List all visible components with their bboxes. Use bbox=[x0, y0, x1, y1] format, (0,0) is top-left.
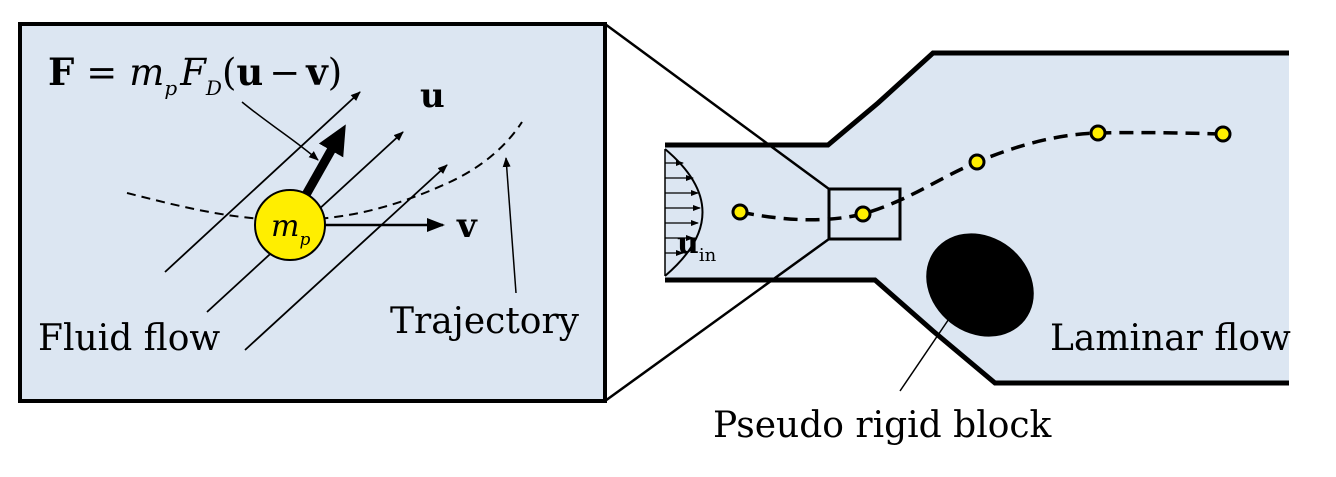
force-arrow bbox=[299, 124, 346, 203]
particle-4 bbox=[1089, 124, 1107, 142]
inlet-velocity-profile bbox=[664, 148, 704, 277]
channel: uin Laminar flow Pseudo rigid block bbox=[664, 50, 1291, 446]
trajectory-pointer-arrow bbox=[502, 157, 517, 294]
particle-3 bbox=[968, 153, 986, 171]
inlet-velocity-label: uin bbox=[677, 226, 717, 266]
rigid-block-label: Pseudo rigid block bbox=[713, 405, 1053, 446]
equation-pointer-arrow bbox=[241, 101, 319, 161]
force-equation: F=mpFD(u−v) bbox=[48, 50, 342, 100]
particle-5 bbox=[1214, 125, 1232, 143]
trajectory-label: Trajectory bbox=[390, 301, 580, 342]
particle-2 bbox=[854, 205, 872, 223]
fluid-velocity-label: u bbox=[420, 76, 445, 116]
channel-fluid bbox=[665, 53, 1289, 383]
particle-velocity-label: v bbox=[456, 206, 478, 246]
particle-1 bbox=[731, 203, 749, 221]
zoom-connector-bottom bbox=[604, 237, 830, 403]
zoom-box bbox=[827, 187, 902, 241]
block-pointer-arrow bbox=[899, 309, 956, 392]
inset-trajectory bbox=[126, 121, 523, 222]
particle-mass-label: mp bbox=[271, 209, 310, 250]
laminar-flow-label: Laminar flow bbox=[1050, 318, 1291, 359]
inset-panel: mp F=mpFD(u−v) u v Fluid flow Trajectory bbox=[18, 22, 607, 403]
channel-top-wall bbox=[665, 50, 1289, 148]
zoom-connector-top bbox=[604, 22, 830, 191]
fluid-flow-label: Fluid flow bbox=[38, 318, 220, 359]
channel-bottom-wall bbox=[665, 277, 1289, 386]
inset-particle bbox=[254, 189, 326, 261]
